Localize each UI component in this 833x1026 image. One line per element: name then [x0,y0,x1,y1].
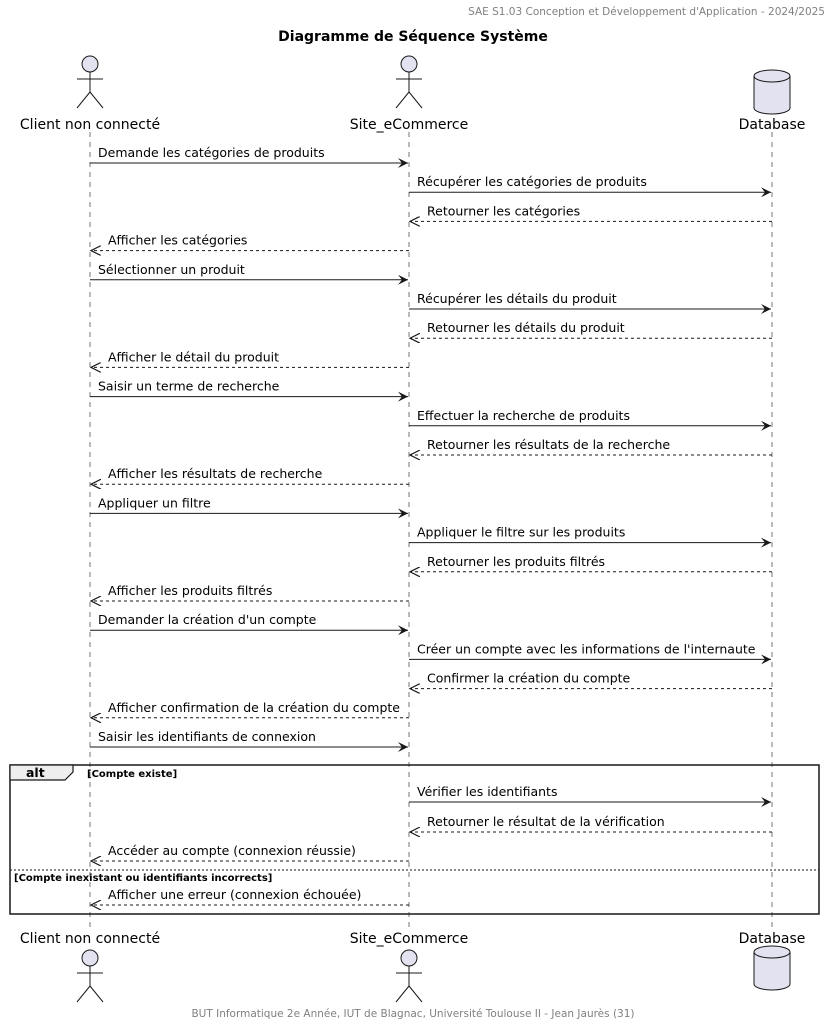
message: Retourner les catégories [410,203,772,221]
message-label: Demande les catégories de produits [98,145,325,160]
message: Afficher les produits filtrés [91,583,409,601]
message-label: Créer un compte avec les informations de… [417,641,756,656]
message: Demande les catégories de produits [90,145,408,168]
message-label: Sélectionner un produit [98,262,245,277]
message-label: Retourner les produits filtrés [427,554,605,569]
message-label: Récupérer les détails du produit [417,291,617,306]
participant-label-bottom-site: Site_eCommerce [350,931,468,947]
participant-label-top-db: Database [739,117,806,133]
participants-top: Client non connecté Site_eCommerce Databas… [20,55,806,133]
message: Vérifier les identifiants [409,784,771,807]
messages: Demande les catégories de produitsRécupé… [90,145,772,905]
message-label: Saisir les identifiants de connexion [98,729,316,744]
message-label: Confirmer la création du compte [427,671,631,686]
message-label: Retourner les catégories [427,203,580,218]
message-label: Saisir un terme de recherche [98,379,280,394]
message: Retourner les détails du produit [410,320,772,338]
message: Afficher confirmation de la création du … [91,700,409,718]
message-label: Afficher confirmation de la création du … [108,700,400,715]
footer-note: BUT Informatique 2e Année, IUT de Blagna… [191,1008,634,1020]
database-icon [753,69,791,115]
diagram-title: Diagramme de Séquence Système [278,29,548,45]
message: Afficher les résultats de recherche [91,466,409,484]
alt-fragment-frame [9,764,820,915]
actor-icon [395,949,423,1003]
message: Créer un compte avec les informations de… [409,641,771,665]
message: Afficher le détail du produit [91,349,409,367]
message: Retourner les résultats de la recherche [410,437,772,455]
message: Retourner le résultat de la vérification [410,814,772,832]
message-label: Retourner les résultats de la recherche [427,437,670,452]
message: Récupérer les catégories de produits [409,174,771,198]
message-label: Afficher les catégories [108,233,247,248]
message: Appliquer un filtre [90,495,408,519]
message: Appliquer le filtre sur les produits [409,525,771,548]
message: Récupérer les détails du produit [409,291,771,314]
message-label: Retourner le résultat de la vérification [427,814,665,829]
message: Retourner les produits filtrés [410,554,772,572]
message: Sélectionner un produit [90,262,408,285]
message: Demander la création d'un compte [90,612,408,636]
participant-label-top-site: Site_eCommerce [350,117,468,133]
participant-label-top-client: Client non connecté [20,117,160,133]
database-icon [753,945,791,991]
message: Afficher une erreur (connexion échouée) [91,887,409,905]
alt-fragment: alt [Compte existe] [Compte inexistant ou … [9,764,820,915]
alt-guard: [Compte inexistant ou identifiants incor… [14,873,272,884]
message: Accéder au compte (connexion réussie) [91,843,409,861]
message: Afficher les catégories [91,233,409,251]
message-label: Appliquer un filtre [98,495,211,510]
message-label: Afficher une erreur (connexion échouée) [108,887,361,902]
actor-icon [395,55,423,109]
alt-operator-label: alt [26,765,45,780]
alt-operator-tab [9,764,74,781]
message: Effectuer la recherche de produits [409,408,771,431]
participants-bottom: Client non connecté Site_eCommerce Databas… [20,931,806,1003]
message: Saisir un terme de recherche [90,379,408,402]
message-label: Afficher les résultats de recherche [108,466,323,481]
message: Saisir les identifiants de connexion [90,729,408,752]
message-label: Retourner les détails du produit [427,320,625,335]
message-label: Récupérer les catégories de produits [417,174,647,189]
header-note: SAE S1.03 Conception et Développement d'… [468,6,825,18]
message-label: Vérifier les identifiants [417,784,557,799]
actor-icon [76,949,104,1003]
message-label: Effectuer la recherche de produits [417,408,630,423]
actor-icon [76,55,104,109]
alt-guard: [Compte existe] [87,769,177,780]
message-label: Accéder au compte (connexion réussie) [108,843,356,858]
message-label: Afficher les produits filtrés [108,583,272,598]
message-label: Appliquer le filtre sur les produits [417,525,625,540]
participant-label-bottom-db: Database [739,931,806,947]
message-label: Afficher le détail du produit [108,349,279,364]
participant-label-bottom-client: Client non connecté [20,931,160,947]
message: Confirmer la création du compte [410,671,772,689]
lifelines [89,132,773,928]
message-label: Demander la création d'un compte [98,612,317,627]
